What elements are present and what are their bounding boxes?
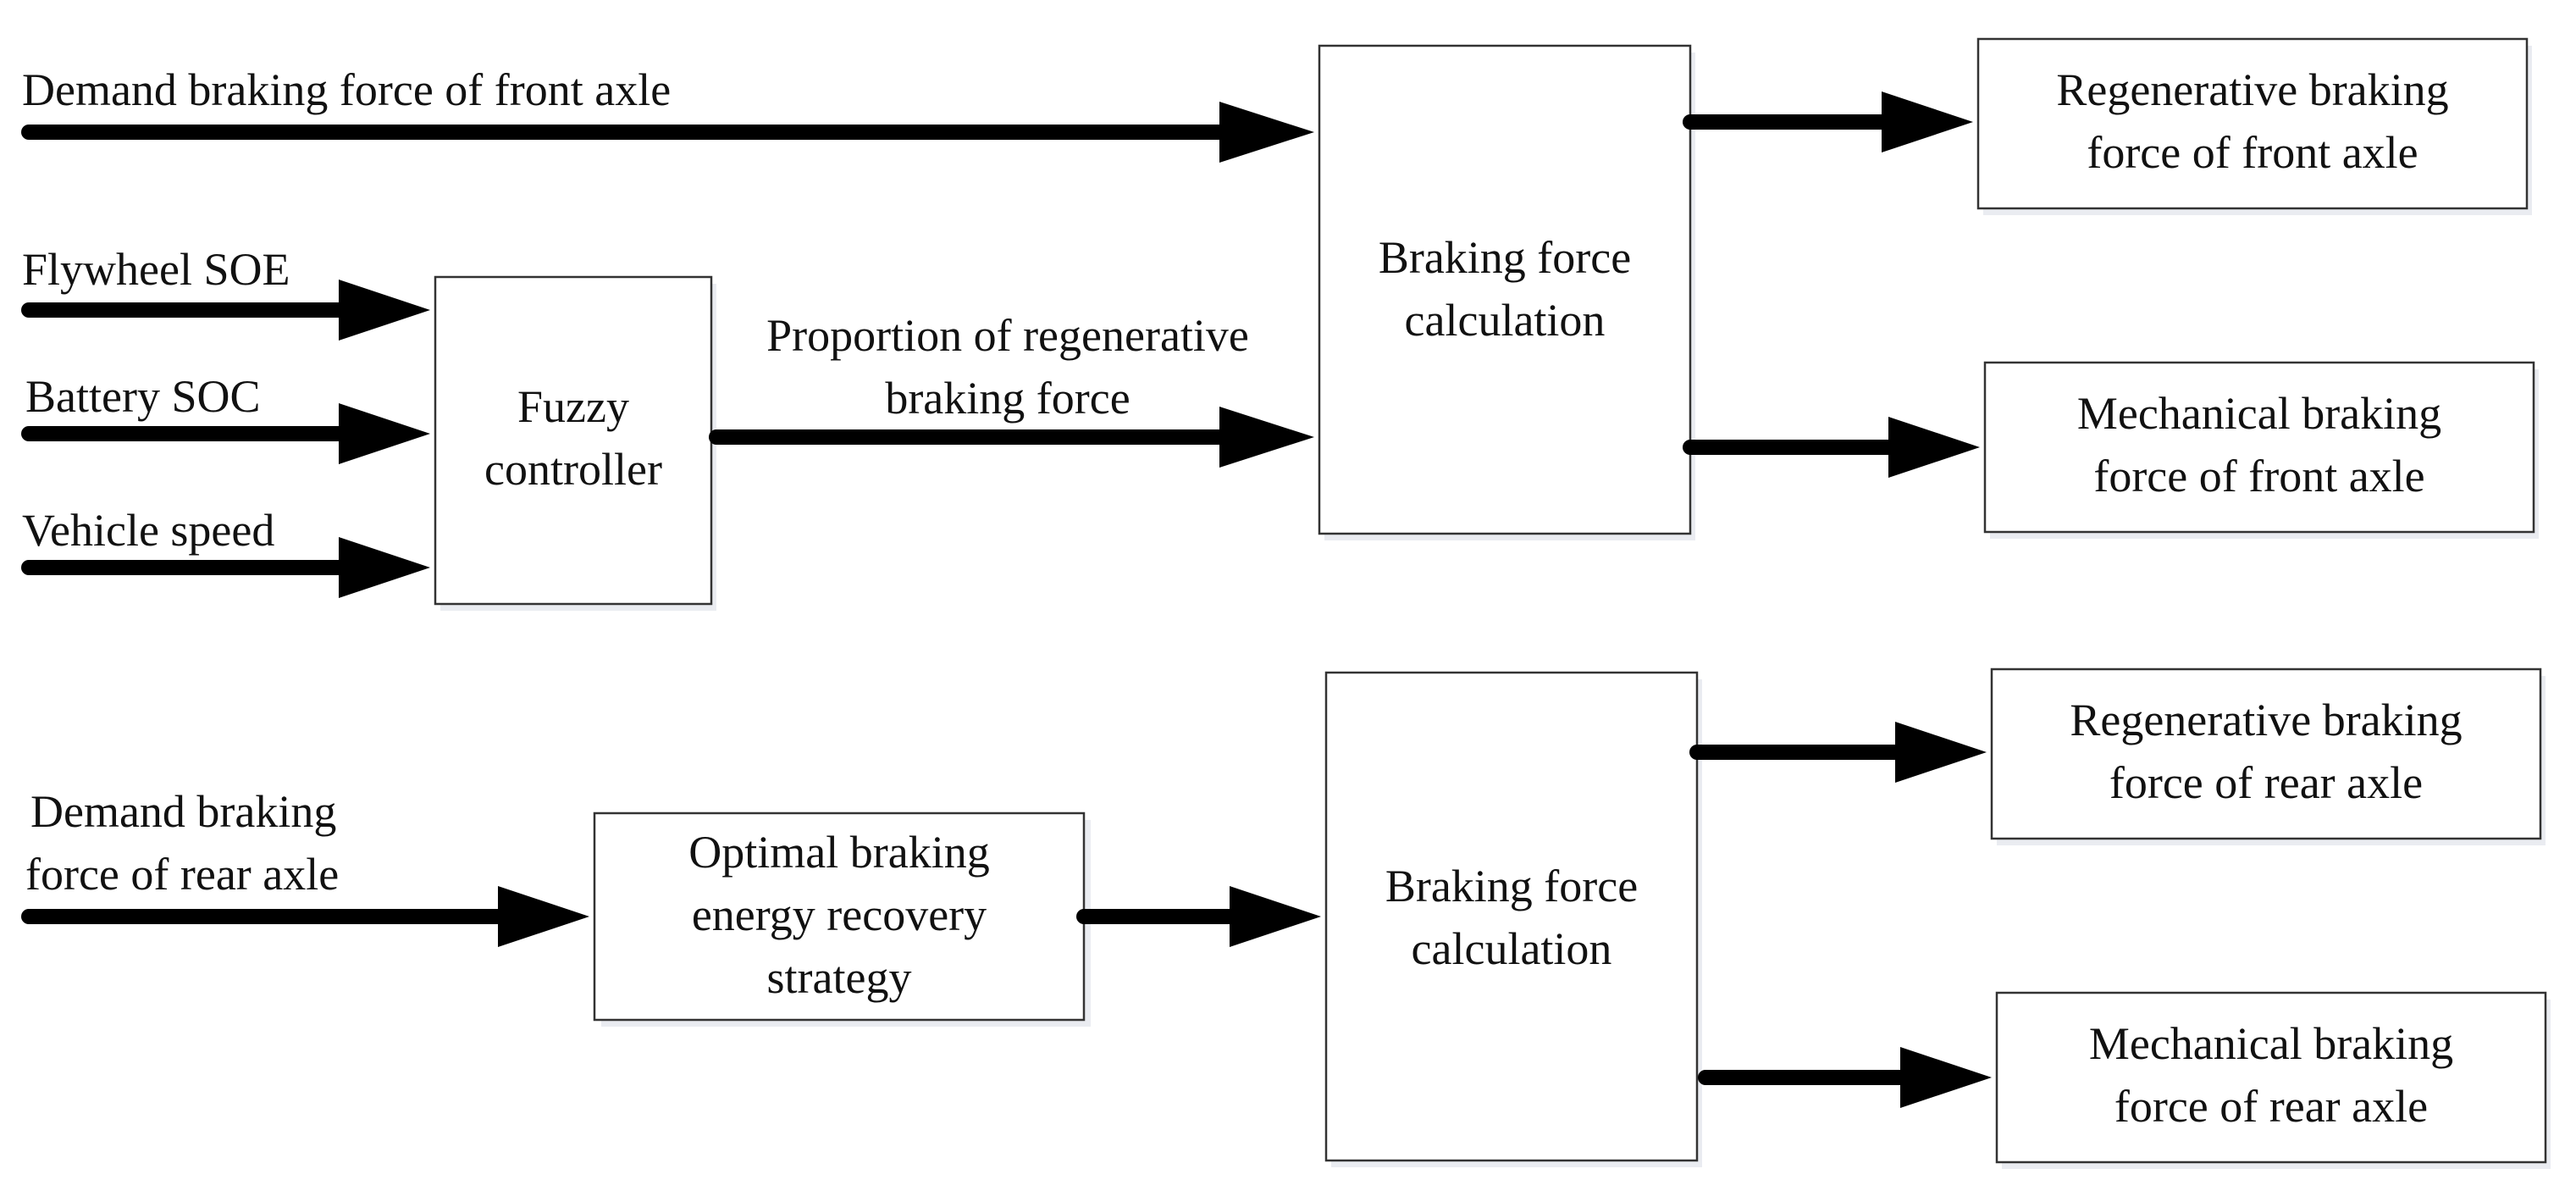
- arrow-to-regen-front: [1683, 91, 1973, 152]
- arrow-battery-soc: [21, 403, 430, 464]
- mechanical-braking-rear-box: [1995, 991, 2547, 1164]
- label-proportion-line2: braking force: [885, 373, 1130, 424]
- arrow-flywheel-soe: [21, 280, 430, 341]
- arrow-to-mech-front: [1683, 417, 1980, 478]
- mechanical-braking-front-box: [1983, 361, 2535, 534]
- calc-rear-line2: calculation: [1412, 923, 1612, 974]
- arrow-to-mech-rear: [1698, 1047, 1992, 1108]
- regen-rear-line2: force of rear axle: [2109, 757, 2423, 808]
- optimal-line2: energy recovery: [692, 889, 987, 940]
- mech-rear-line2: force of rear axle: [2114, 1081, 2428, 1132]
- mech-front-line1: Mechanical braking: [2077, 388, 2441, 439]
- regenerative-braking-front-box: [1976, 37, 2529, 210]
- arrow-vehicle-speed: [21, 537, 430, 598]
- optimal-line1: Optimal braking: [688, 827, 989, 878]
- label-proportion-line1: Proportion of regenerative: [766, 310, 1249, 361]
- fuzzy-controller-box: [434, 275, 713, 606]
- fuzzy-controller-line2: controller: [484, 444, 662, 495]
- mech-front-line2: force of front axle: [2093, 451, 2424, 501]
- arrow-demand-rear: [21, 886, 589, 947]
- regen-front-line1: Regenerative braking: [2056, 64, 2448, 115]
- label-demand-front: Demand braking force of front axle: [22, 64, 671, 115]
- fuzzy-controller-line1: Fuzzy: [517, 381, 629, 432]
- label-vehicle-speed: Vehicle speed: [22, 505, 274, 556]
- regen-front-line2: force of front axle: [2087, 127, 2418, 178]
- mech-rear-line1: Mechanical braking: [2089, 1018, 2453, 1069]
- arrow-to-regen-rear: [1689, 722, 1987, 783]
- optimal-line3: strategy: [767, 952, 912, 1003]
- regenerative-braking-rear-box: [1990, 667, 2542, 840]
- braking-force-calculation-rear-box: [1324, 671, 1699, 1162]
- optimal-strategy-box: [593, 811, 1086, 1022]
- arrow-demand-front: [21, 102, 1314, 163]
- calc-front-line1: Braking force: [1379, 232, 1631, 283]
- label-flywheel-soe: Flywheel SOE: [22, 244, 290, 295]
- label-demand-rear-line1: Demand braking: [30, 786, 336, 837]
- braking-force-calculation-front-box: [1318, 44, 1692, 535]
- label-battery-soc: Battery SOC: [25, 371, 261, 422]
- calc-rear-line1: Braking force: [1385, 861, 1638, 911]
- calc-front-line2: calculation: [1405, 295, 1606, 346]
- regen-rear-line1: Regenerative braking: [2070, 695, 2462, 745]
- arrow-proportion: [709, 407, 1314, 468]
- arrow-optimal-to-calc: [1076, 886, 1321, 947]
- label-demand-rear-line2: force of rear axle: [25, 849, 339, 900]
